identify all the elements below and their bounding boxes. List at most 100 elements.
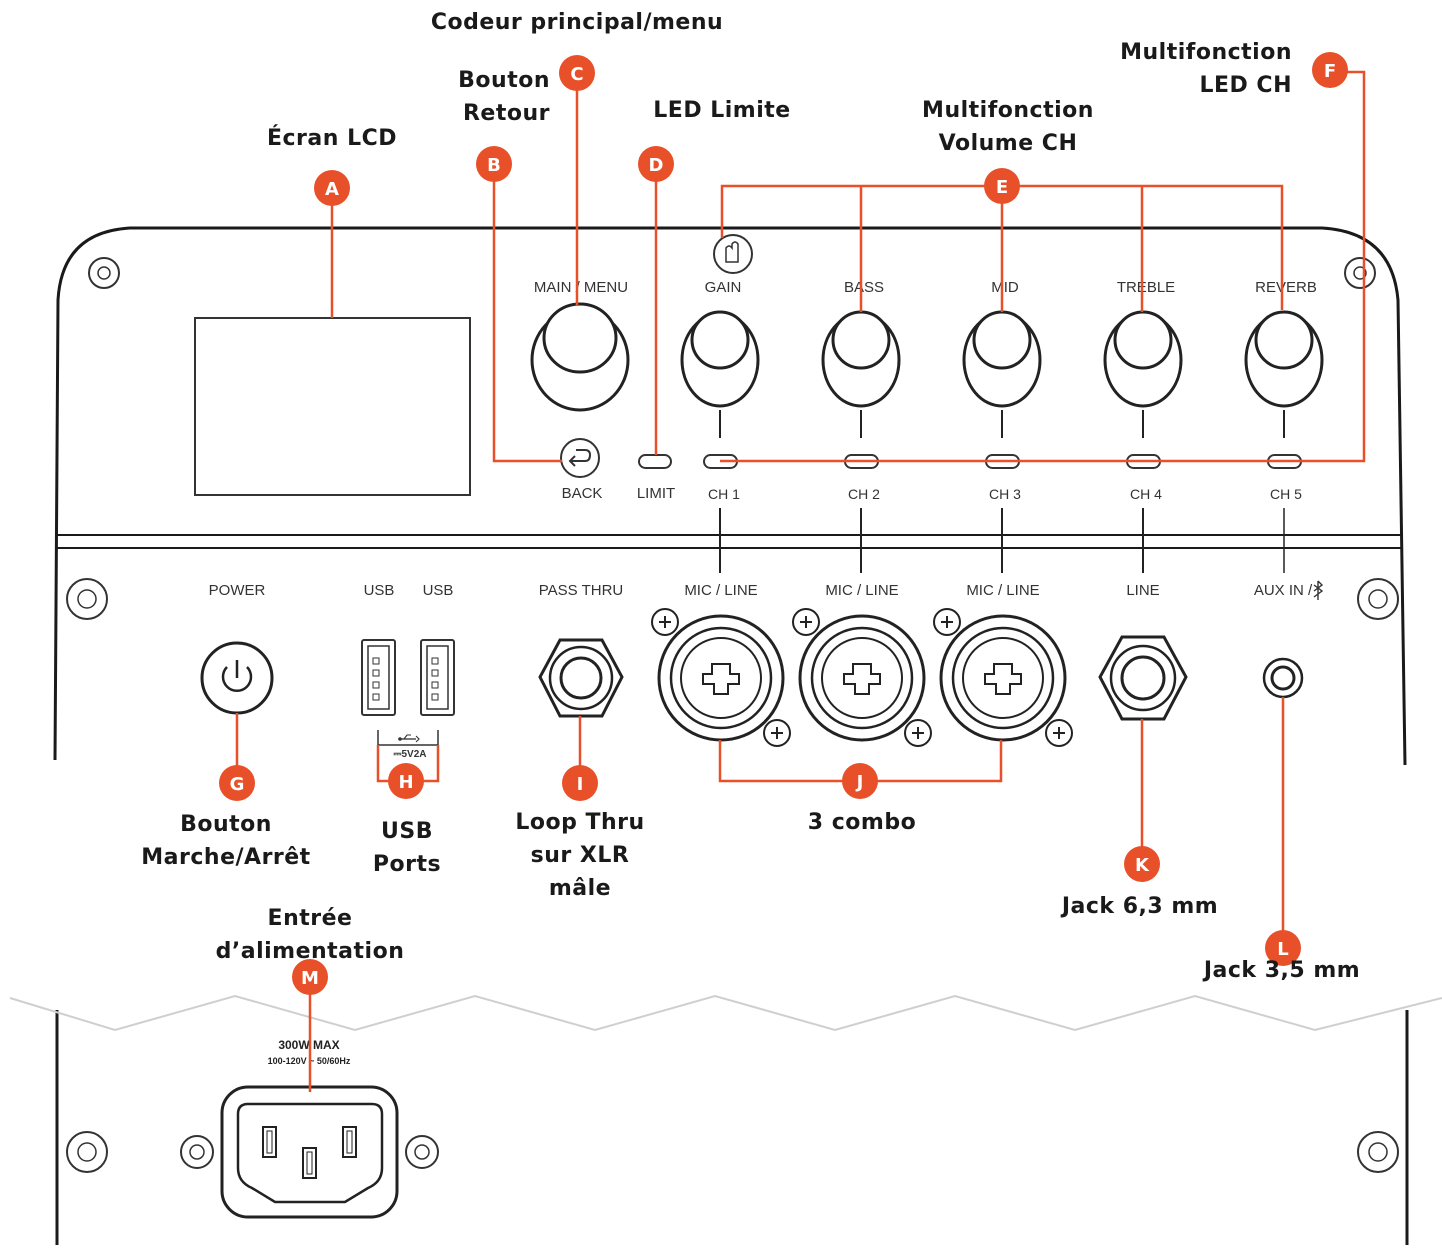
screw-bottom-left [66,1131,108,1173]
screw-top-left [88,257,120,289]
channel-label: CH 3 [989,486,1021,502]
combo-jack-3[interactable] [933,608,1073,747]
usb-bracket [377,730,439,746]
knob-label-treble: TREBLE [1117,279,1175,296]
svg-text:G: G [230,774,245,795]
input-label: LINE [1126,582,1159,599]
pass-thru-jack[interactable] [538,638,624,718]
mains-screw-left [180,1135,214,1169]
callout-c: Codeur principal/menu [430,10,724,35]
badge-d: D [638,146,674,182]
callout-g: Bouton Marche/Arrêt [141,812,311,870]
callout-k: Jack 6,3 mm [1061,894,1219,919]
svg-text:B: B [487,155,501,176]
back-label: BACK [562,485,603,502]
knob-label-mid: MID [991,279,1019,296]
limit-led [638,454,672,469]
callout-h: USB Ports [372,819,442,877]
usb-rating: ⎓5V2A [394,749,427,760]
mains-screw-right [405,1135,439,1169]
line-jack[interactable] [1098,635,1188,721]
badge-a: A [314,170,350,206]
pass-thru-label: PASS THRU [539,582,623,599]
back-button[interactable] [560,438,600,478]
upper-housing-outline [53,226,1407,766]
touch-icon [713,234,753,274]
combo-jack-1[interactable] [651,608,791,747]
break-line [9,994,1442,1032]
svg-text:L: L [1277,939,1288,960]
channel-label: CH 4 [1130,486,1162,502]
badge-m: M [292,959,328,995]
usb-port-1[interactable] [361,639,396,716]
svg-text:A: A [325,179,339,200]
badge-j: J [842,763,878,799]
svg-text:F: F [1324,61,1336,82]
knob-label-gain: GAIN [705,279,742,296]
callout-i: Loop Thru sur XLR mâle [515,810,645,901]
svg-text:K: K [1135,855,1150,876]
channel-label: CH 2 [848,486,880,502]
power-button[interactable] [200,641,274,715]
main-menu-encoder[interactable] [530,302,630,412]
screw-mid-right [1357,578,1399,620]
power-icon [221,660,253,693]
screw-mid-left [66,578,108,620]
mains-inlet[interactable] [220,1085,399,1219]
badge-h: H [388,763,424,799]
input-label: MIC / LINE [825,582,898,599]
callout-f: Multifonction LED CH [1120,40,1292,98]
svg-text:J: J [855,772,864,793]
badge-e: E [984,168,1020,204]
screw-bottom-right [1357,1131,1399,1173]
svg-text:E: E [996,177,1008,198]
leader-lines [235,70,1366,1092]
power-label: POWER [209,582,266,599]
limit-label: LIMIT [637,485,675,502]
badge-i: I [562,765,598,801]
usb-label: USB [423,582,454,599]
usb-icon [398,734,420,743]
knob-bass[interactable] [821,310,901,408]
knob-label-reverb: REVERB [1255,279,1317,296]
knob-treble[interactable] [1103,310,1183,408]
knob-reverb[interactable] [1244,310,1324,408]
callout-l: Jack 3,5 mm [1203,958,1361,983]
dc-symbol: ⎓ [394,749,402,760]
callout-d: LED Limite [653,98,791,123]
channel-label: CH 1 [708,486,740,502]
combo-jack-2[interactable] [792,608,932,747]
svg-text:H: H [398,772,413,793]
input-label: MIC / LINE [684,582,757,599]
lcd-screen [194,317,471,496]
knob-mid[interactable] [962,310,1042,408]
callout-m: Entrée d’alimentation [215,906,405,964]
badge-l: L [1265,930,1301,966]
usb-rating-text: 5V2A [401,749,426,760]
main-menu-label: MAIN / MENU [534,279,628,296]
back-arrow-icon [568,449,592,467]
usb-label: USB [364,582,395,599]
usb-port-2[interactable] [420,639,455,716]
badge-b: B [476,146,512,182]
knob-gain[interactable] [680,310,760,408]
badge-f: F [1312,52,1348,88]
input-label: AUX IN / [1254,582,1313,599]
aux-jack[interactable] [1262,657,1304,699]
badge-g: G [219,765,255,801]
badge-k: K [1124,846,1160,882]
badge-c: C [559,55,595,91]
svg-text:D: D [649,155,664,176]
svg-text:C: C [570,64,583,85]
channel-label: CH 5 [1270,486,1302,502]
callout-b: Bouton Retour [458,68,550,126]
bluetooth-icon [1313,580,1324,600]
svg-text:I: I [577,774,584,795]
svg-text:M: M [301,968,319,989]
input-label: MIC / LINE [966,582,1039,599]
knob-label-bass: BASS [844,279,884,296]
callout-j: 3 combo [807,810,917,835]
callout-e: Multifonction Volume CH [922,98,1094,156]
